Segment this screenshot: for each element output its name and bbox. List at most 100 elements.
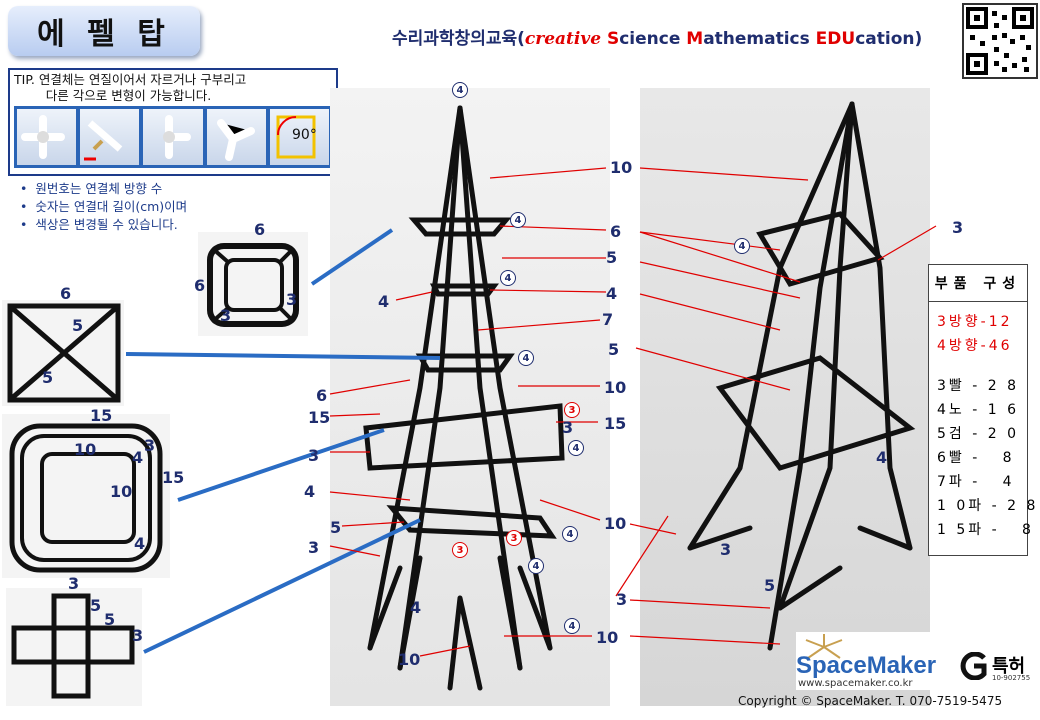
patent-label: 특허	[992, 656, 1026, 677]
parts-list: 부품 구성 3방향-12 4방향-46 3빨 - 2 8 4노 - 1 6 5검…	[928, 264, 1039, 556]
length-label: 7	[602, 310, 614, 329]
header-science: cience	[619, 29, 687, 49]
length-label: 5	[330, 518, 342, 537]
patent-number: 10-902755	[992, 674, 1031, 682]
length-label: 5	[42, 368, 54, 387]
length-label: 5	[104, 610, 116, 629]
direction-count-badge: 4	[452, 82, 468, 98]
length-label: 5	[72, 316, 84, 335]
length-label: 6	[610, 222, 622, 241]
tip-text: TIP. 연결체는 연질이어서 자르거나 구부리고 다른 각으로 변형이 가능합…	[14, 72, 246, 104]
direction-count-badge: 4	[568, 440, 584, 456]
length-label: 3	[286, 290, 298, 309]
tip-image-strip: 90°	[14, 106, 332, 168]
length-label: 3	[952, 218, 964, 237]
parts-row: 4노 - 1 6	[937, 402, 1020, 418]
length-label: 15	[604, 414, 627, 433]
parts-row: 3방향-12	[937, 314, 1013, 330]
parts-row: 1 5파 - 8	[937, 522, 1034, 538]
note-item: 원번호는 연결체 방향 수	[20, 180, 187, 198]
length-label: 6	[254, 220, 266, 239]
angle-label: 90°	[292, 127, 317, 143]
header-creative: creative	[524, 29, 607, 49]
direction-count-badge: 3	[452, 542, 468, 558]
length-label: 6	[316, 386, 328, 405]
length-label: 4	[304, 482, 316, 501]
length-label: 15	[308, 408, 331, 427]
length-label: 3	[220, 306, 232, 325]
length-label: 10	[610, 158, 633, 177]
length-label: 15	[162, 468, 185, 487]
length-label: 3	[132, 626, 144, 645]
length-label: 6	[60, 284, 72, 303]
length-label: 3	[720, 540, 732, 559]
direction-count-badge: 4	[562, 526, 578, 542]
parts-row: 5검 - 2 0	[937, 426, 1020, 442]
parts-row: 1 0파 - 2 8	[937, 498, 1039, 514]
detail-photo-top-section: 6 6 3 3	[194, 220, 308, 336]
parts-list-title: 부품 구성	[929, 265, 1027, 302]
length-label: 4	[606, 284, 618, 303]
tip-line1: TIP. 연결체는 연질이어서 자르거나 구부리고	[14, 72, 247, 87]
notes-list: 원번호는 연결체 방향 수 숫자는 연결대 길이(cm)이며 색상은 변경될 수…	[20, 180, 187, 234]
length-label: 10	[596, 628, 619, 647]
header-s: S	[606, 29, 620, 49]
length-label: 3	[616, 590, 628, 609]
connector-3way-image	[143, 109, 203, 165]
header-prefix: 수리과학창의교육(	[392, 29, 525, 49]
connector-4way-image	[17, 109, 77, 165]
brand-name: SpaceMaker	[796, 652, 937, 679]
length-label: 4	[132, 448, 144, 467]
length-label: 4	[134, 534, 146, 553]
page-title: 에 펠 탑	[8, 6, 200, 56]
length-label: 6	[194, 276, 206, 295]
length-label: 4	[410, 598, 422, 617]
direction-count-badge: 4	[734, 238, 750, 254]
header-edu: EDU	[815, 29, 856, 49]
header-cation: cation)	[855, 29, 923, 49]
detail-photo-cross-section: 3 5 5 3	[6, 574, 144, 706]
detail-photo-base-section: 15 10 3 4 10 15 4	[2, 406, 184, 578]
qr-code[interactable]	[962, 3, 1038, 79]
length-label: 3	[308, 538, 320, 557]
parts-row: 7파 - 4	[937, 474, 1015, 490]
length-label: 10	[604, 514, 627, 533]
length-label: 5	[764, 576, 776, 595]
length-label: 10	[74, 440, 97, 459]
parts-row: 6빨 - 8	[937, 450, 1015, 466]
note-item: 색상은 변경될 수 있습니다.	[20, 216, 187, 234]
connector-bent-image	[206, 109, 266, 165]
length-label: 15	[90, 406, 113, 425]
spacemaker-logo: SpaceMaker www.spacemaker.co.kr	[796, 632, 942, 690]
length-label: 10	[110, 482, 133, 501]
length-label: 3	[68, 574, 80, 593]
length-label: 5	[90, 596, 102, 615]
header-mathematics: athematics	[703, 29, 816, 49]
tip-line2: 다른 각으로 변형이 가능합니다.	[14, 88, 212, 103]
header-m: M	[686, 29, 704, 49]
length-label: 5	[608, 340, 620, 359]
detail-photo-x-section: 6 5 5	[2, 284, 124, 406]
direction-count-badge: 4	[518, 350, 534, 366]
length-label: 3	[144, 436, 156, 455]
direction-count-badge: 4	[510, 212, 526, 228]
direction-count-badge: 3	[506, 530, 522, 546]
patent-g-icon	[958, 651, 990, 681]
length-label: 10	[604, 378, 627, 397]
connector-cut-image	[80, 109, 140, 165]
direction-count-badge: 4	[528, 558, 544, 574]
direction-count-badge: 4	[500, 270, 516, 286]
direction-count-badge: 3	[564, 402, 580, 418]
header-subtitle: 수리과학창의교육(creative Science Mathematics ED…	[392, 24, 922, 49]
brand-url: www.spacemaker.co.kr	[798, 678, 913, 689]
length-label: 10	[398, 650, 421, 669]
length-label: 3	[562, 418, 574, 437]
angle-90-image: 90°	[269, 109, 330, 165]
note-item: 숫자는 연결대 길이(cm)이며	[20, 198, 187, 216]
length-label: 5	[606, 248, 618, 267]
length-label: 4	[876, 448, 888, 467]
parts-row: 3빨 - 2 8	[937, 378, 1020, 394]
length-label: 3	[308, 446, 320, 465]
parts-row: 4방향-46	[937, 338, 1013, 354]
